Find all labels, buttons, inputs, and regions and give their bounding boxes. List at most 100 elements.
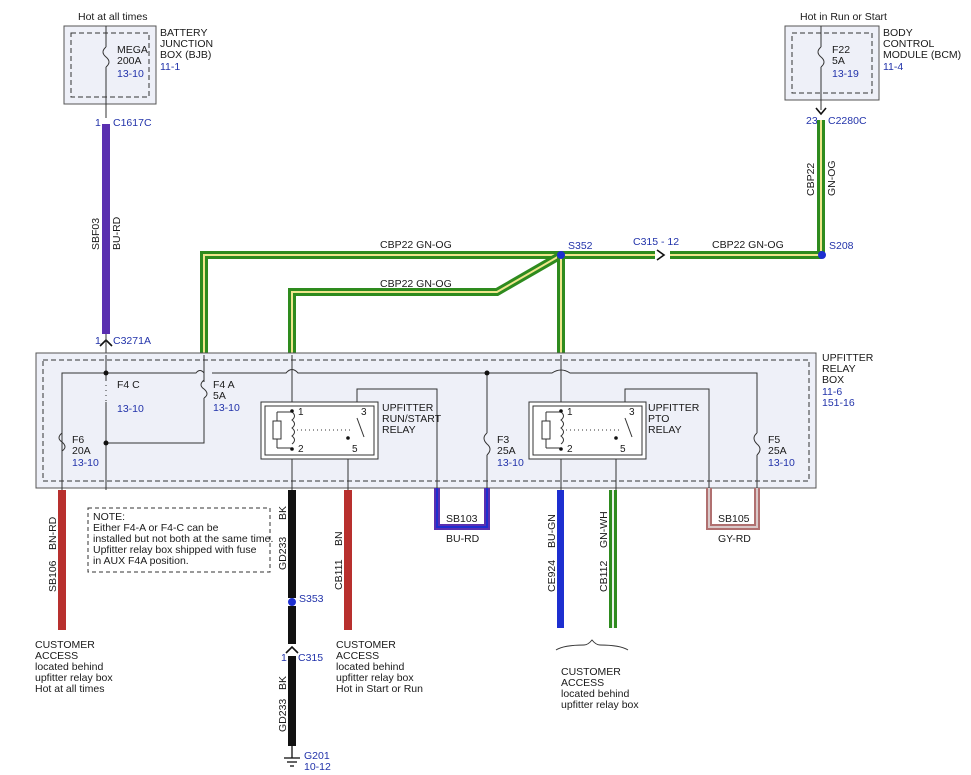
relay2-name-3: RELAY — [648, 424, 682, 436]
sbf03-label: SBF03 — [90, 218, 102, 250]
bcm-fuse-name-1: F22 — [832, 44, 850, 56]
access2-line-3: located behind — [336, 661, 404, 673]
f5-page: 13-10 — [768, 457, 795, 469]
access1-line-3: located behind — [35, 661, 103, 673]
relay-box-name-3: BOX — [822, 374, 844, 386]
access2-line-4: upfitter relay box — [336, 672, 414, 684]
gd233-wire-lower — [288, 656, 296, 746]
bjb-name-1: BATTERY — [160, 27, 207, 39]
cbp22-wire-mid-loop — [288, 251, 564, 355]
bcm-arrow — [815, 107, 827, 116]
cb112-color: GN-WH — [598, 511, 610, 548]
f6-name-2: 20A — [72, 445, 91, 457]
sb103-color: BU-RD — [446, 533, 480, 545]
f3-name-2: 25A — [497, 445, 516, 457]
relay2-pin-2: 2 — [567, 444, 573, 455]
c315-label: C315 — [298, 652, 323, 664]
gd233-wire-upper — [288, 490, 296, 598]
note-line-5: in AUX F4A position. — [93, 555, 189, 567]
c3271a-pin: 1 — [95, 335, 101, 347]
relay2-name-2: PTO — [648, 413, 669, 425]
gd233-color: BK — [277, 506, 289, 520]
sbf03-wire — [102, 124, 110, 334]
sbf03-color: BU-RD — [111, 216, 123, 250]
bus-node-2 — [103, 440, 109, 446]
access1-line-1: CUSTOMER — [35, 639, 95, 651]
f6-name-1: F6 — [72, 434, 84, 446]
relay1-pin-2: 2 — [298, 444, 304, 455]
sb106-wire — [58, 490, 66, 630]
relay1-coil — [291, 411, 295, 445]
relay1-name-3: RELAY — [382, 424, 416, 436]
bjb-header: Hot at all times — [78, 11, 147, 23]
f5-name-2: 25A — [768, 445, 787, 457]
access3-line-3: located behind — [561, 688, 629, 700]
bjb-fuse-page: 13-10 — [117, 68, 144, 80]
bcm-header: Hot in Run or Start — [800, 11, 887, 23]
c315-pin: 1 — [281, 652, 287, 664]
s353-label: S353 — [299, 593, 324, 605]
relay1-name-2: RUN/START — [382, 413, 442, 425]
sb106-color: BN-RD — [47, 516, 59, 550]
access3-brace — [555, 639, 629, 651]
cbp22-wire-right-horizontal — [561, 251, 822, 259]
relay1-pin-3: 3 — [361, 407, 367, 418]
bcm-name-1: BODY — [883, 27, 913, 39]
access2-line-5: Hot in Start or Run — [336, 683, 423, 695]
ce924-color: BU-GN — [546, 514, 558, 548]
cbp22-mid-label: CBP22 GN-OG — [380, 278, 452, 290]
f3-page: 13-10 — [497, 457, 524, 469]
note-box — [87, 507, 271, 573]
f4a-page: 13-10 — [213, 402, 240, 414]
ce924-wire — [557, 490, 564, 628]
bcm-fuse-symbol — [817, 46, 825, 68]
bjb-inner-box — [70, 32, 150, 98]
bjb-name-2: JUNCTION — [160, 38, 213, 50]
bcm-fuse-page: 13-19 — [832, 68, 859, 80]
g201-page: 10-12 — [304, 761, 331, 773]
g201-label: G201 — [304, 750, 330, 762]
bjb-fuse-symbol — [102, 46, 110, 68]
cbp22-wire-s352-drop — [557, 255, 565, 355]
ground-symbol-icon — [284, 746, 300, 767]
f4c-name: F4 C — [117, 379, 140, 391]
note-line-2: Either F4-A or F4-C can be — [93, 522, 219, 534]
relay-pto — [528, 401, 647, 460]
access3-line-1: CUSTOMER — [561, 666, 621, 678]
relay-box-outer — [35, 352, 817, 489]
bus-node-1 — [484, 370, 490, 376]
access2-line-1: CUSTOMER — [336, 639, 396, 651]
c315-connector-symbol — [285, 645, 299, 654]
gd233-wire-mid — [288, 606, 296, 644]
cbp22-top-label: CBP22 GN-OG — [380, 239, 452, 251]
cbp22-wire-bcm-vertical — [817, 120, 825, 255]
ce924-label: CE924 — [546, 560, 558, 592]
bjb-pin: 1 — [95, 117, 101, 129]
f4a-fuse-symbol — [200, 379, 208, 399]
bcm-inner-box — [791, 32, 873, 94]
access3-line-2: ACCESS — [561, 677, 604, 689]
f6-page: 13-10 — [72, 457, 99, 469]
bjb-fuse-name-2: 200A — [117, 55, 142, 67]
gd233-label: GD233 — [277, 537, 289, 570]
relay2-name-1: UPFITTER — [648, 402, 700, 414]
relay2-pin-1: 1 — [567, 407, 573, 418]
relay2-coil — [560, 411, 564, 445]
access2-line-2: ACCESS — [336, 650, 379, 662]
bcm-name-3: MODULE (BCM) — [883, 49, 961, 61]
sb105-wire-loop — [706, 488, 760, 530]
cbp22-vertical-color: GN-OG — [826, 160, 838, 196]
relay1-pin-1: 1 — [298, 407, 304, 418]
f3-name-1: F3 — [497, 434, 509, 446]
gd233-lower-color: BK — [277, 676, 289, 690]
f4c-page: 13-10 — [117, 403, 144, 415]
sb103-wire-loop — [434, 488, 490, 530]
bjb-fuse-name-1: MEGA — [117, 44, 148, 56]
bcm-connector: C2280C — [828, 115, 867, 127]
s208-splice — [818, 251, 826, 259]
s352-splice — [557, 251, 565, 259]
note-line-1: NOTE: — [93, 511, 125, 523]
sb106-label: SB106 — [47, 560, 59, 592]
relay1-pin-5: 5 — [352, 444, 358, 455]
